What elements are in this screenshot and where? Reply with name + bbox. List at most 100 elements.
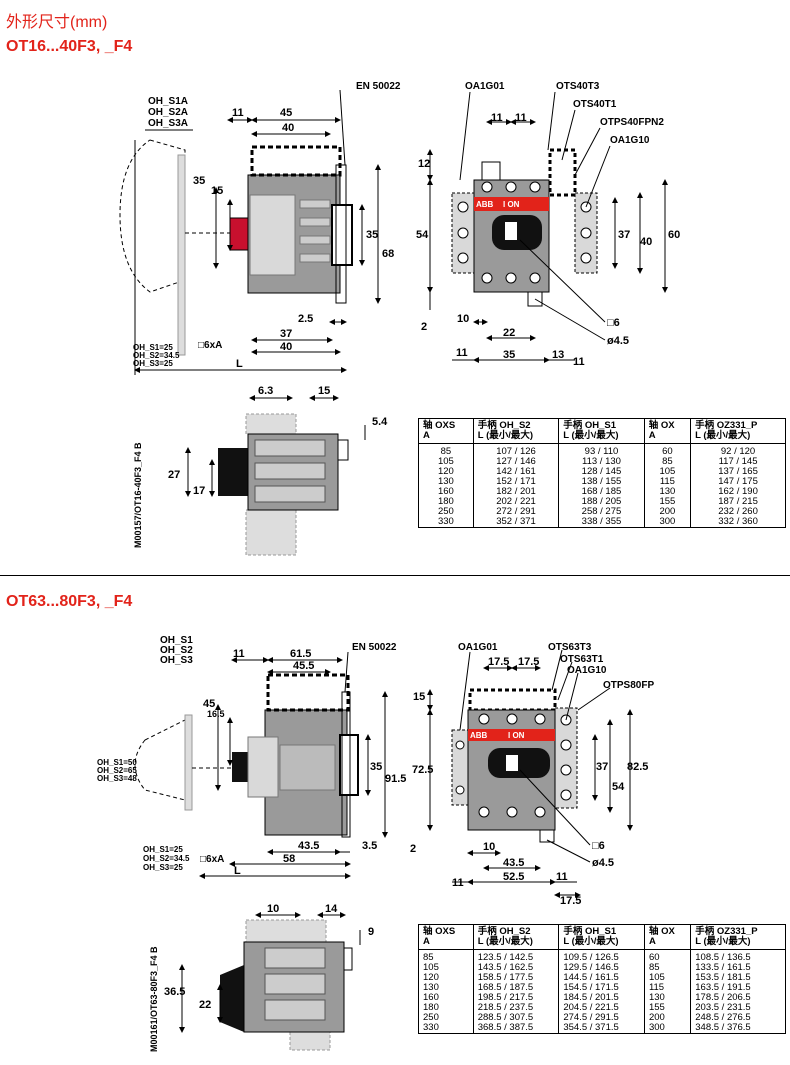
dimension-label: OH_S1A [148,96,188,107]
dimension-label: 15 [211,185,223,197]
dimension-label: OH_S3=25 [143,863,183,872]
table-cell: 155 [643,1003,691,1013]
s1-front-view: ABB I ON 11 11 12 54 37 40 60 2 10 22 11… [416,81,680,368]
s1-top-view: 6.3 15 5.4 27 17 M00157/OT16-40F3_F4 B [133,385,388,556]
dimension-label: OH_S2 [160,645,193,656]
table-cell: 188 / 205 [558,497,645,507]
dimension-label: 17.5 [488,656,509,668]
table-cell: 232 / 260 [690,507,786,517]
dimension-label: 6.3 [258,385,273,397]
dimension-label: 54 [416,229,429,241]
dimension-label: 35 [370,761,382,773]
dimension-label: 22 [199,999,211,1011]
table-cell: 130 [423,982,439,993]
dimension-label: OH_S2A [148,107,188,118]
dimension-label: ø4.5 [607,335,629,347]
table-cell: 127 / 146 [472,457,559,467]
table-cell: 155 [643,497,691,507]
dimension-label: L [234,865,241,877]
dimension-label: OH_S2=65 [97,766,137,775]
dimension-label: 58 [283,853,295,865]
table-cell: 160 [423,992,439,1003]
table-cell: 153.5 / 181.5 [690,973,786,983]
dimension-label: 3.5 [362,840,377,852]
dimension-label: 14 [325,903,338,915]
dimension-label: 35 [503,349,515,361]
table-cell: 300 [643,1023,691,1034]
table-cell: 198.5 / 217.5 [472,993,559,1003]
dimension-label: 45.5 [293,660,314,672]
table-cell: 147 / 175 [690,477,786,487]
dimension-label: 35 [366,229,378,241]
dimension-label: 61.5 [290,648,311,660]
dimension-label: 36.5 [164,986,185,998]
table-cell: 92 / 120 [690,443,786,457]
dimension-label: 12 [418,158,430,170]
dimension-label: EN 50022 [356,81,401,92]
table-cell: 152 / 171 [472,477,559,487]
dimension-label: OA1G10 [567,665,607,676]
table-cell: 182 / 201 [472,487,559,497]
dimension-label: OTS40T3 [556,81,600,92]
table-cell: 123.5 / 142.5 [472,949,559,963]
dimension-label: 10 [267,903,279,915]
dimension-label: 43.5 [298,840,319,852]
dimension-label: 37 [596,761,608,773]
table-cell: 105 [643,973,691,983]
table-cell: 130 [643,993,691,1003]
dimension-label: ø4.5 [592,857,614,869]
dimension-label: M00157/OT16-40F3_F4 B [133,442,143,548]
table-cell: 113 / 130 [558,457,645,467]
s1-dim: 11 [232,107,244,119]
dimension-label: 2 [410,843,416,855]
s2-top-view: 10 14 9 36.5 22 M00161/OT63-80F3_F4 B [149,903,374,1052]
dimension-label: □6 [607,317,620,329]
table-cell: 130 [437,476,454,487]
dimension-label: OH_S3A [148,118,188,129]
table-cell: 107 / 126 [472,443,559,457]
dimension-label: OA1G10 [610,135,650,146]
dimension-label: OA1G01 [458,642,498,653]
table-cell: 288.5 / 307.5 [472,1013,559,1023]
table-cell: 115 [643,477,691,487]
table-cell: 120 [423,972,439,983]
table-cell: 105 [437,456,454,467]
table-cell: 142 / 161 [472,467,559,477]
table-cell: 137 / 165 [690,467,786,477]
table-cell: 160 [437,486,454,497]
table-cell: 250 [437,506,454,517]
table-cell: 178.5 / 206.5 [690,993,786,1003]
table-cell: 180 [423,1002,439,1013]
dimension-label: OH_S3 [160,655,193,666]
table-cell: 85 [440,446,452,457]
dimension-label: 54 [612,781,625,793]
dimension-label: M00161/OT63-80F3_F4 B [149,946,159,1052]
dimension-label: L [236,358,243,370]
dimension-label: 72.5 [412,764,433,776]
dimension-label: 11 [515,112,527,124]
dimension-label: 13 [552,349,564,361]
dimension-label: OTPS40FPN2 [600,117,664,128]
dimension-label: 11 [573,356,585,368]
dimension-label: OH_S2=34.5 [133,351,180,360]
dimension-label: 45 [203,698,215,710]
dimension-label: 68 [382,248,394,260]
table-cell: 105 [423,962,439,973]
section1-title: OT16...40F3, _F4 [6,38,133,55]
dimension-label: OH_S2=34.5 [143,854,190,863]
table-cell: 330 [423,1022,439,1033]
dimension-label: 2 [421,321,427,333]
